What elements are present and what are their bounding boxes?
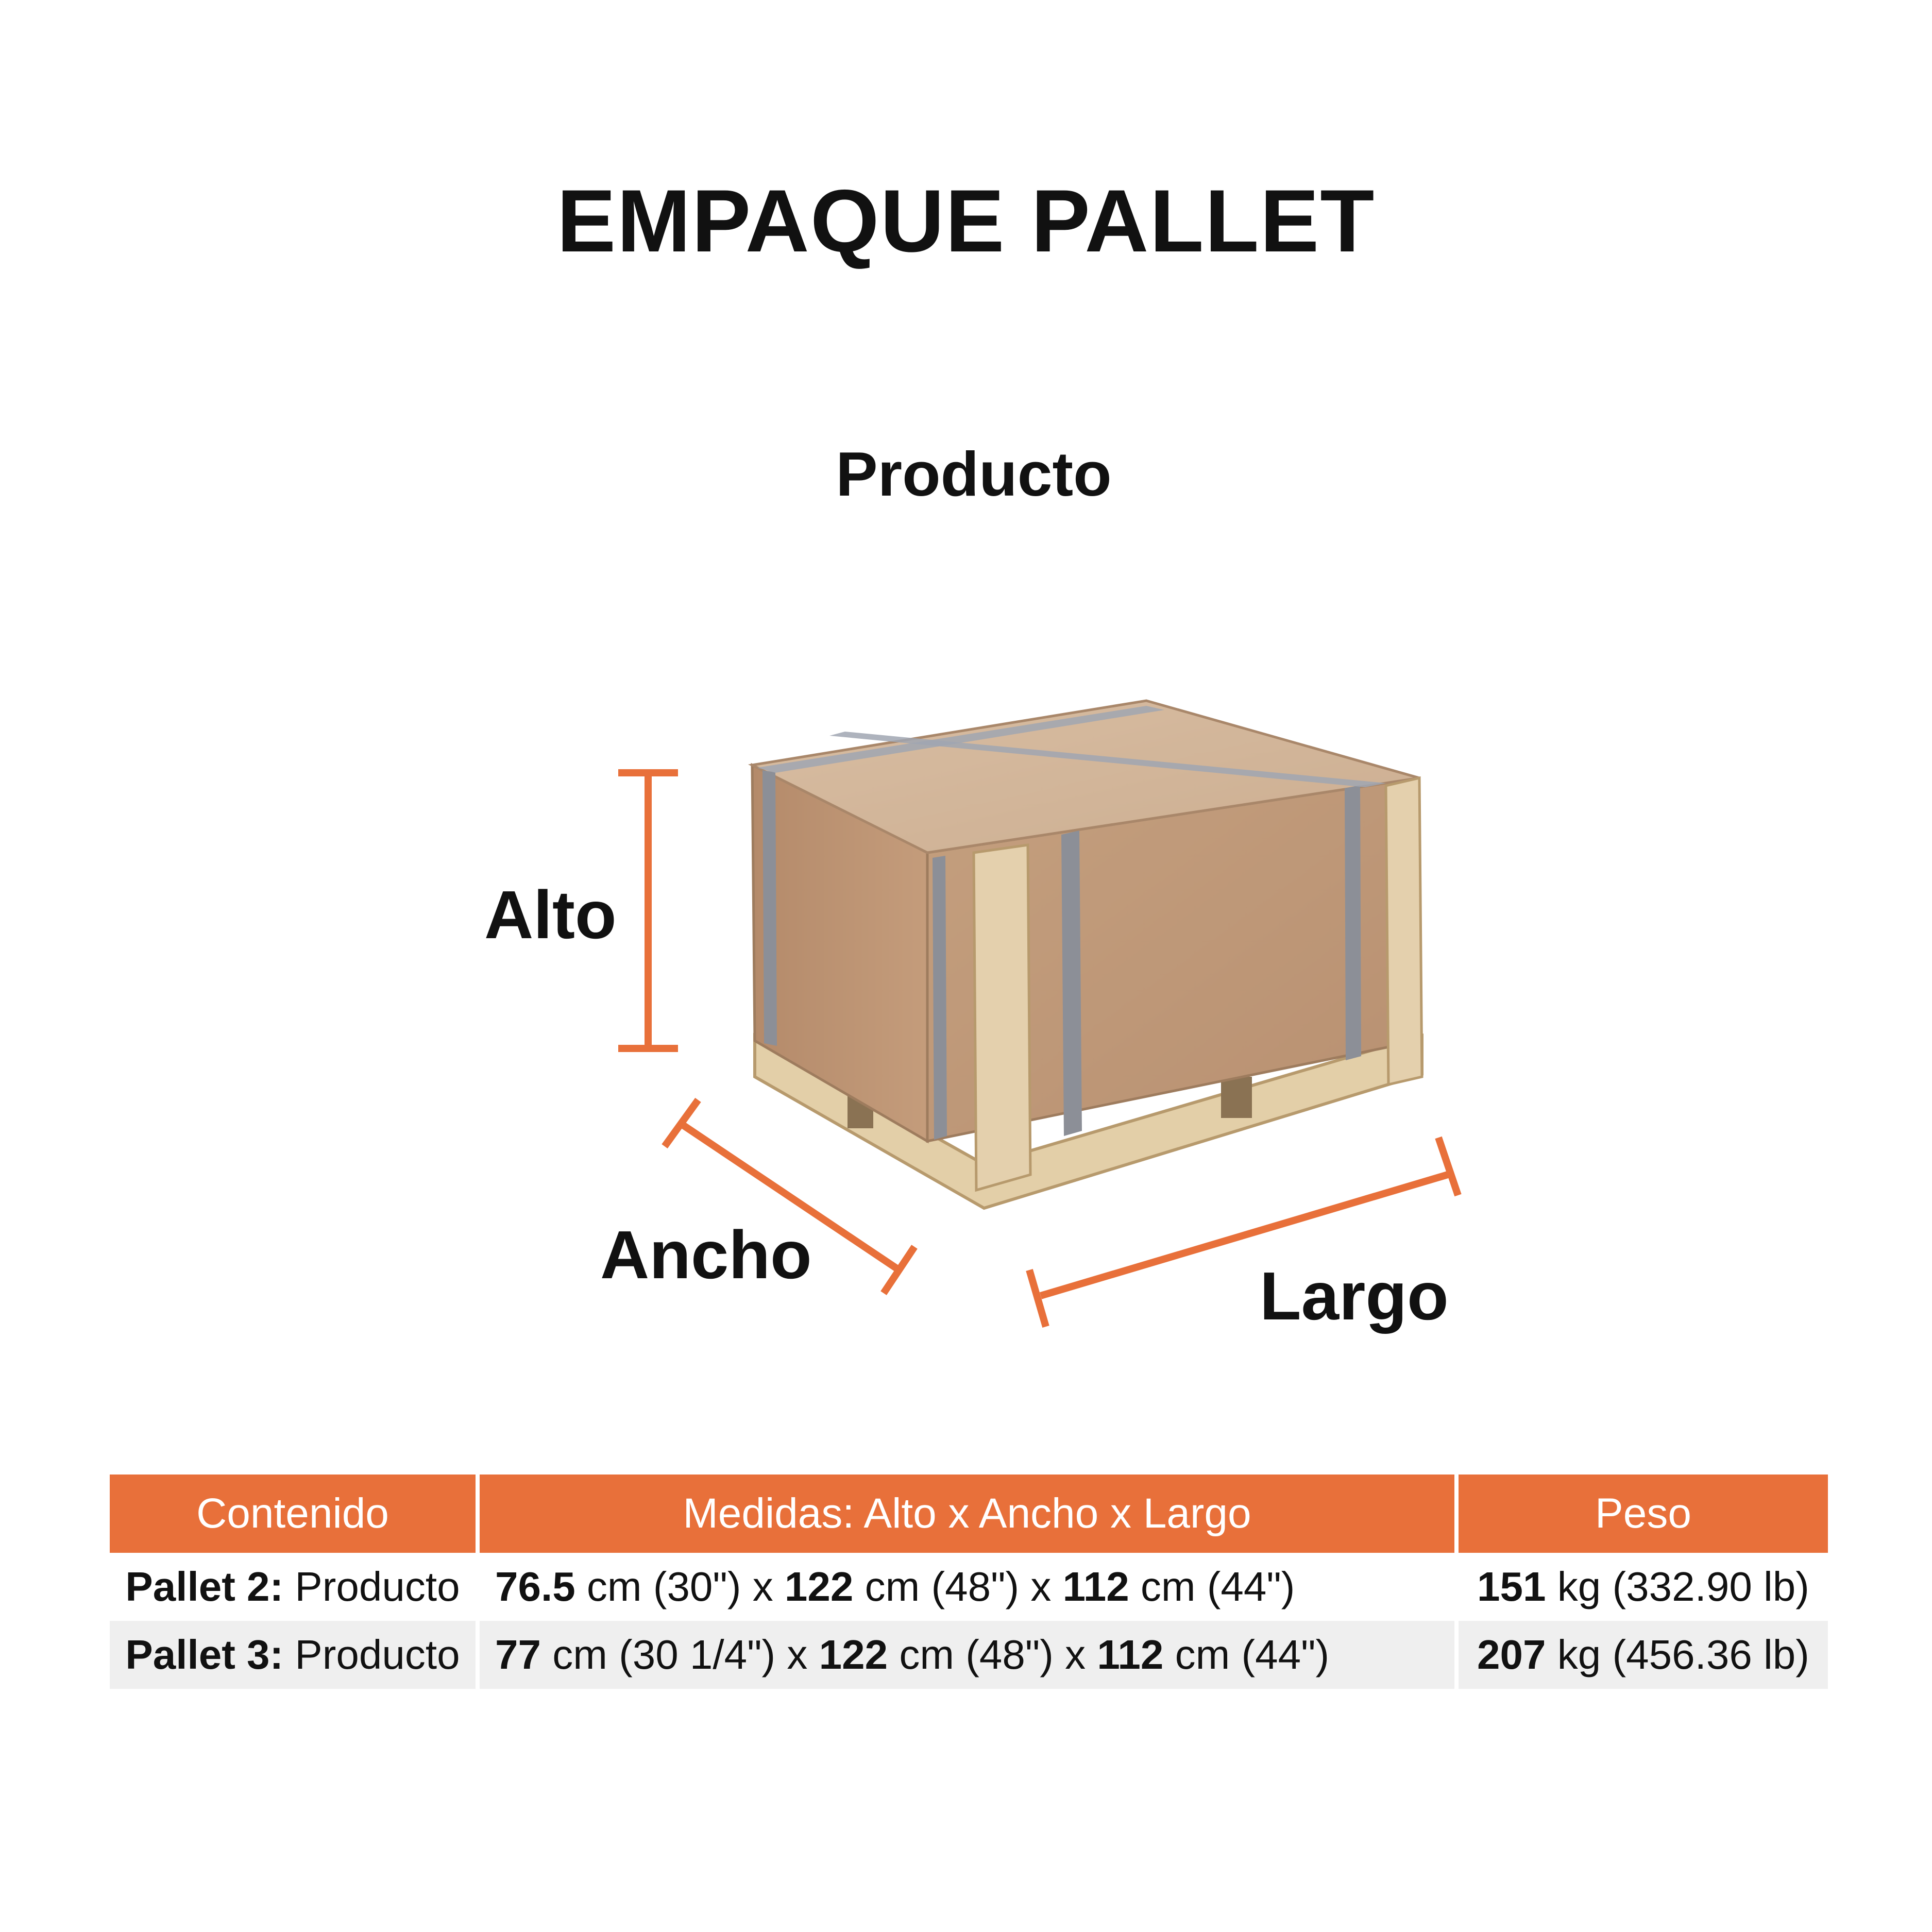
strap xyxy=(829,732,1386,787)
strap xyxy=(762,770,777,1046)
width-unit: cm (48") x xyxy=(888,1632,1097,1677)
height-unit: cm (30") x xyxy=(575,1564,785,1609)
strap xyxy=(1061,831,1082,1136)
length-label: Largo xyxy=(1260,1258,1449,1334)
pallet-content: Producto xyxy=(283,1564,460,1609)
width-label: Ancho xyxy=(600,1217,812,1293)
height-label: Alto xyxy=(484,877,617,953)
page-title: EMPAQUE PALLET xyxy=(556,172,1376,270)
height-value: 77 xyxy=(495,1632,541,1677)
length-dimension-marker xyxy=(1026,1136,1462,1328)
pallet-name: Pallet 2: xyxy=(125,1564,284,1609)
height-unit: cm (30 1/4") x xyxy=(540,1632,819,1677)
header-peso: Peso xyxy=(1459,1475,1828,1553)
strap xyxy=(933,856,947,1140)
width-dimension-marker xyxy=(662,1097,918,1295)
pallet-leg xyxy=(1221,1077,1252,1118)
header-medidas: Medidas: Alto x Ancho x Largo xyxy=(480,1475,1454,1553)
weight-unit: kg (456.36 lb) xyxy=(1546,1632,1809,1677)
table-row: Pallet 3: Producto 77 cm (30 1/4") x 122… xyxy=(110,1621,1828,1689)
cell-peso: 151 kg (332.90 lb) xyxy=(1459,1553,1828,1621)
pallet-name: Pallet 3: xyxy=(125,1632,284,1677)
strap xyxy=(757,706,1164,773)
cell-peso: 207 kg (456.36 lb) xyxy=(1459,1621,1828,1689)
page-subtitle: Producto xyxy=(836,439,1112,509)
header-contenido: Contenido xyxy=(110,1475,476,1553)
cell-contenido: Pallet 3: Producto xyxy=(110,1621,476,1689)
strap xyxy=(1345,785,1361,1060)
width-value: 122 xyxy=(784,1564,854,1609)
corner-post xyxy=(972,843,1032,1192)
length-unit: cm (44") xyxy=(1163,1632,1330,1677)
cell-medidas: 76.5 cm (30") x 122 cm (48") x 112 cm (4… xyxy=(480,1553,1454,1621)
length-value: 112 xyxy=(1097,1632,1164,1677)
specs-table: Contenido Medidas: Alto x Ancho x Largo … xyxy=(106,1475,1832,1689)
pallet-illustration xyxy=(618,699,1462,1328)
length-unit: cm (44") xyxy=(1129,1564,1295,1609)
width-value: 122 xyxy=(819,1632,888,1677)
cell-medidas: 77 cm (30 1/4") x 122 cm (48") x 112 cm … xyxy=(480,1621,1454,1689)
weight-value: 151 xyxy=(1477,1564,1546,1609)
height-dimension-marker xyxy=(618,769,678,1052)
table-row: Pallet 2: Producto 76.5 cm (30") x 122 c… xyxy=(110,1553,1828,1621)
pallet-box xyxy=(748,699,1423,1210)
table-header-row: Contenido Medidas: Alto x Ancho x Largo … xyxy=(110,1475,1828,1553)
weight-value: 207 xyxy=(1477,1632,1546,1677)
weight-unit: kg (332.90 lb) xyxy=(1546,1564,1809,1609)
height-value: 76.5 xyxy=(495,1564,575,1609)
corner-post xyxy=(1384,776,1423,1087)
width-unit: cm (48") x xyxy=(853,1564,1063,1609)
pallet-content: Producto xyxy=(283,1632,460,1677)
length-value: 112 xyxy=(1062,1564,1129,1609)
cell-contenido: Pallet 2: Producto xyxy=(110,1553,476,1621)
